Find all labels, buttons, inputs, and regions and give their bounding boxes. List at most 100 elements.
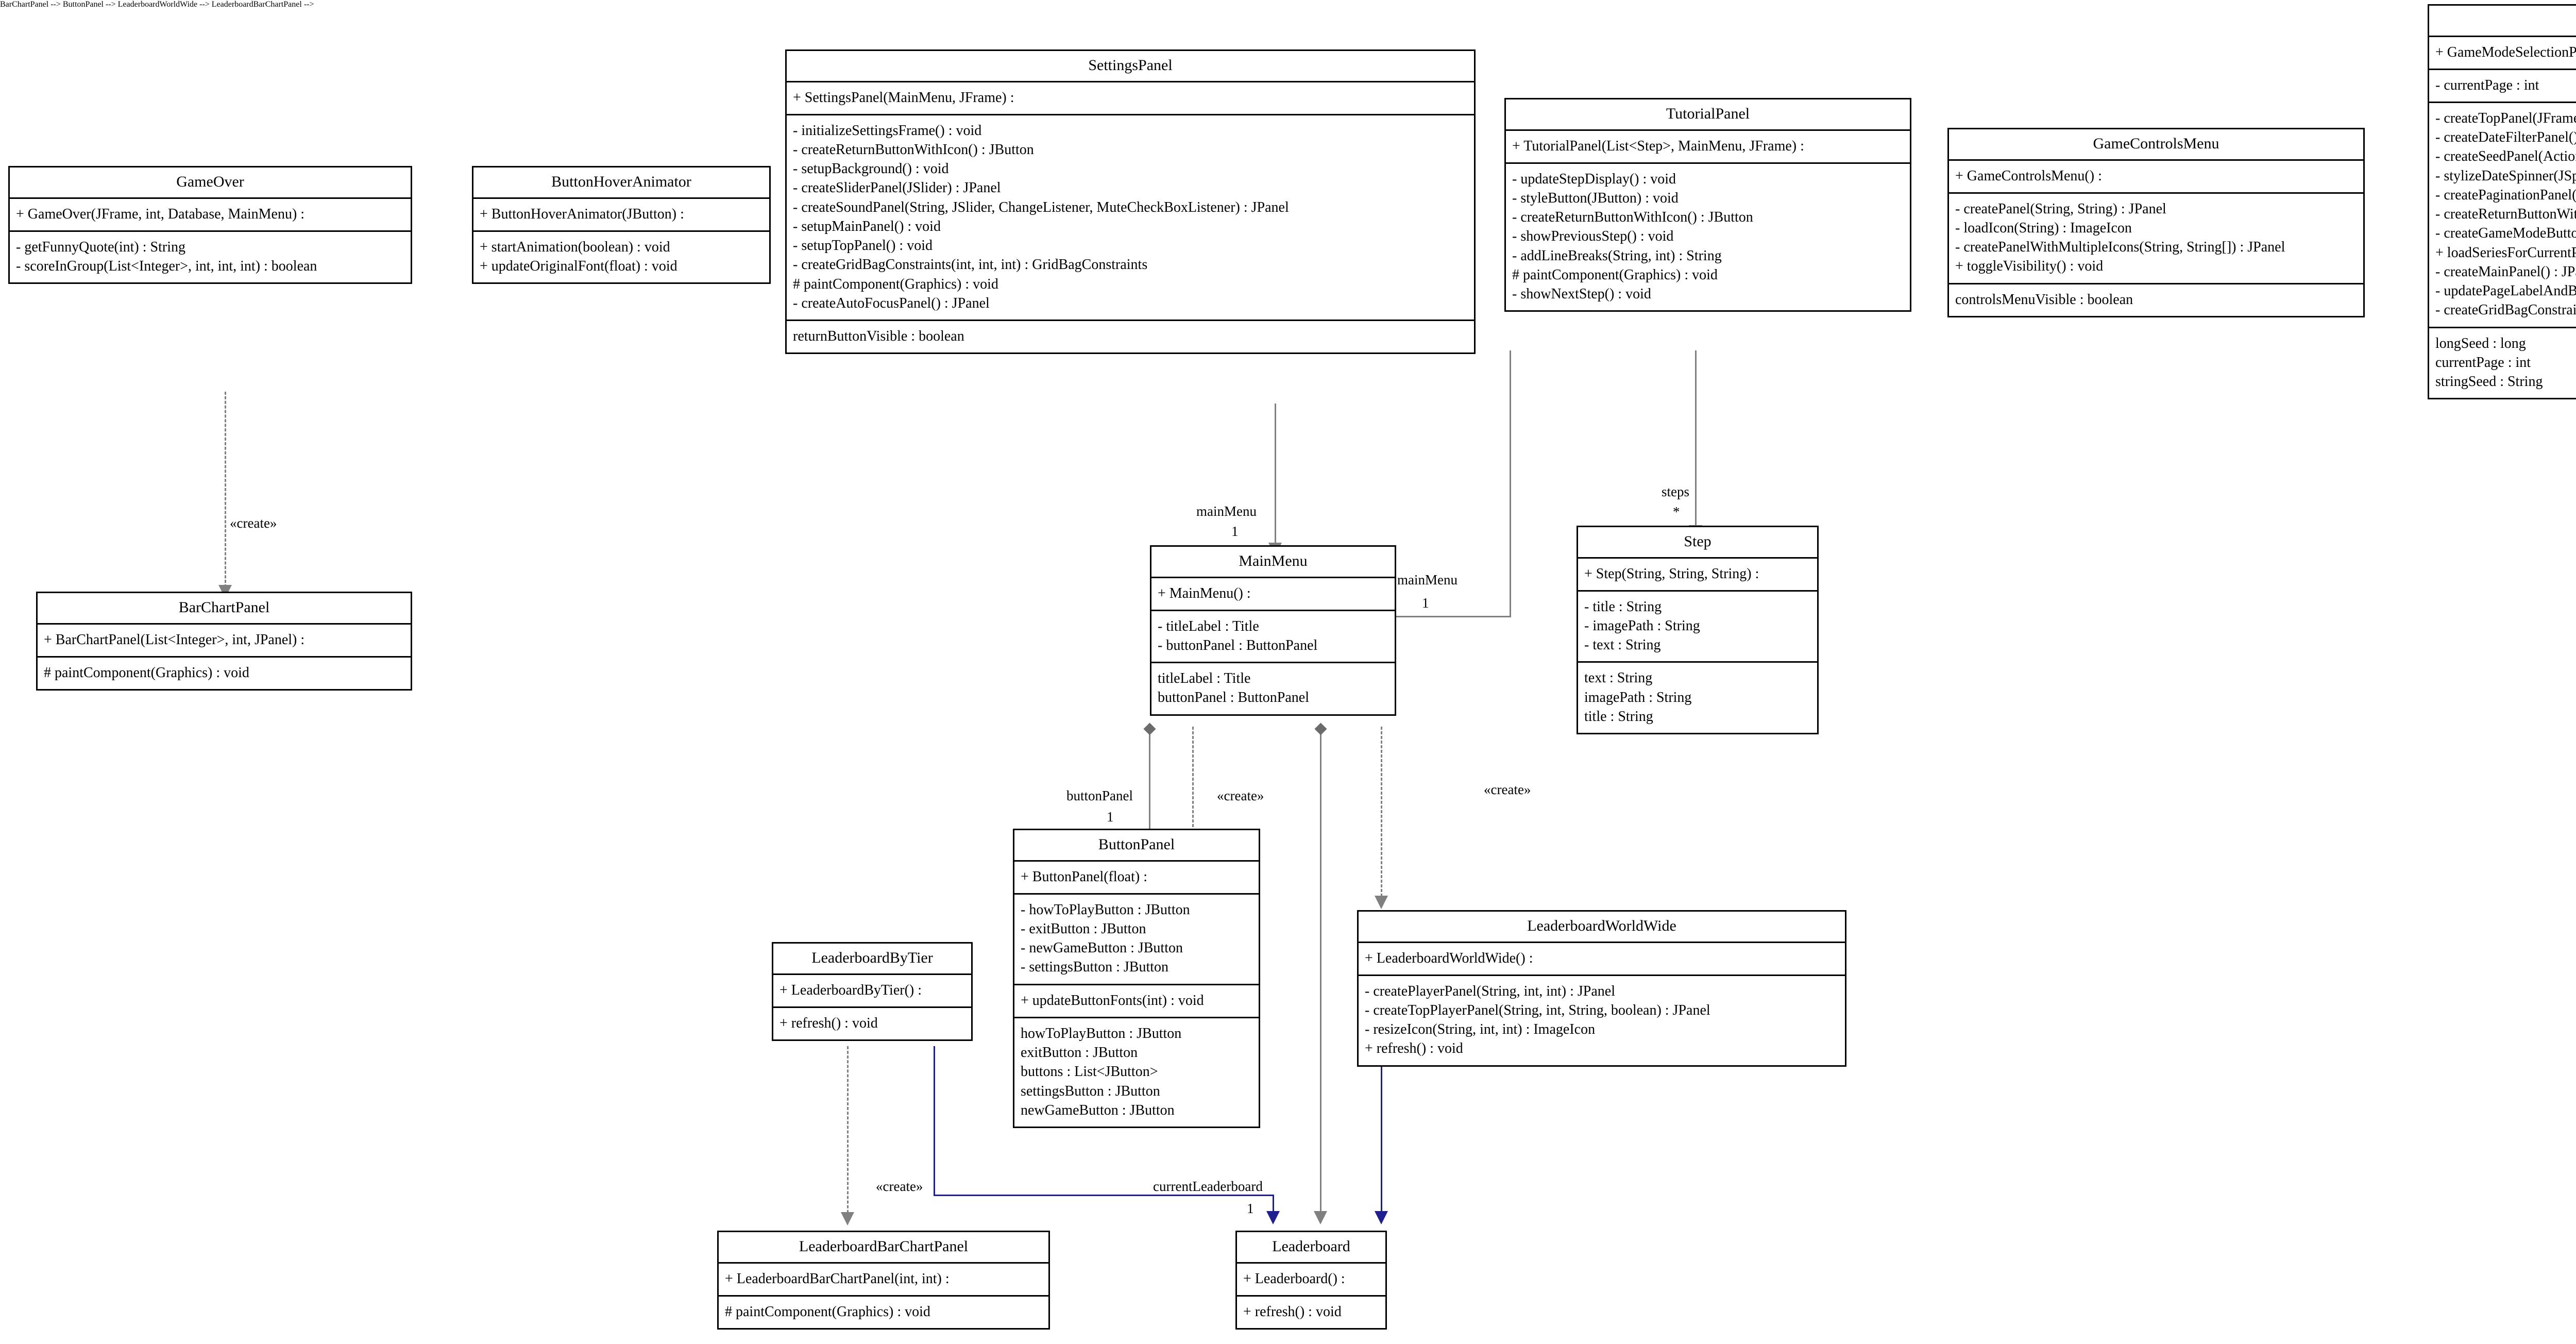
compartment-constructors-barchart: + BarChartPanel(List<Integer>, int, JPan… [38, 625, 411, 656]
class-member: + Step(String, String, String) : [1584, 565, 1759, 582]
edge-leaderboardworldwide-leaderboard [1381, 1046, 1382, 1221]
class-name-leaderboard: Leaderboard [1272, 1238, 1350, 1255]
edge-multiplicity-mainmenu-tutorial: 1 [1422, 595, 1429, 611]
class-box-leaderboardbarchartpanel[interactable]: LeaderboardBarChartPanel + LeaderboardBa… [717, 1231, 1050, 1330]
edge-tutorialpanel-step [1695, 350, 1697, 528]
compartment-constructors-lbt: + LeaderboardByTier() : [773, 975, 971, 1006]
class-box-tutorialpanel[interactable]: TutorialPanel + TutorialPanel(List<Step>… [1504, 98, 1911, 312]
class-name-step: Step [1684, 533, 1711, 550]
class-box-step[interactable]: Step + Step(String, String, String) : - … [1577, 526, 1819, 735]
compartment-constructors-lbcp: + LeaderboardBarChartPanel(int, int) : [719, 1264, 1048, 1295]
class-box-leaderboard[interactable]: Leaderboard + Leaderboard() : + refresh(… [1235, 1231, 1387, 1330]
class-member: - createGameModeButton(String, ActionLis… [2435, 225, 2576, 242]
compartment-properties-mainmenu: titleLabel : Title buttonPanel : ButtonP… [1151, 663, 1395, 714]
edge-multiplicity-currentleaderboard: 1 [1247, 1201, 1254, 1216]
class-member: - createReturnButtonWithIcon() : JButton [1512, 209, 1753, 226]
class-member: - scoreInGroup(List<Integer>, int, int, … [16, 258, 317, 274]
divider [2429, 101, 2576, 103]
class-member: - createMainPanel() : JPanel [2435, 263, 2576, 280]
class-box-buttonpanel[interactable]: ButtonPanel + ButtonPanel(float) : - how… [1013, 829, 1260, 1129]
class-member: - buttonPanel : ButtonPanel [1158, 637, 1318, 653]
divider [2429, 35, 2576, 37]
compartment-methods-tutorial: - updateStepDisplay() : void - styleButt… [1506, 164, 1910, 311]
divider [1578, 557, 1817, 559]
compartment-constructors-leaderboard: + Leaderboard() : [1237, 1264, 1385, 1295]
class-name-gameover: GameOver [176, 173, 244, 190]
compartment-methods-buttonpanel: + updateButtonFonts(int) : void [1014, 985, 1259, 1017]
class-box-mainmenu[interactable]: MainMenu + MainMenu() : - titleLabel : T… [1150, 545, 1396, 716]
class-member: - createPanelWithMultipleIcons(String, S… [1955, 239, 2285, 256]
compartment-properties-gcm: controlsMenuVisible : boolean [1949, 284, 2363, 316]
class-member: controlsMenuVisible : boolean [1955, 291, 2133, 308]
class-member: - updatePageLabelAndButtons(int, int) : … [2435, 283, 2576, 299]
divider [1578, 661, 1817, 663]
class-member: - createSeedPanel(ActionListener) : JPan… [2435, 148, 2576, 165]
class-member: - createDateFilterPanel() : JPanel [2435, 129, 2576, 146]
divider [1359, 974, 1845, 976]
class-member: - imagePath : String [1584, 617, 1700, 634]
class-member: + BarChartPanel(List<Integer>, int, JPan… [44, 631, 305, 648]
divider [787, 320, 1474, 322]
arrowhead-leaderboardbarchartpanel [841, 1212, 854, 1225]
class-box-barchartpanel[interactable]: BarChartPanel + BarChartPanel(List<Integ… [36, 592, 412, 691]
divider [1237, 1262, 1385, 1264]
edge-label-gameover-create: «create» [230, 515, 277, 531]
class-member: + updateOriginalFont(float) : void [480, 258, 677, 274]
divider [10, 197, 411, 199]
class-member: + LeaderboardByTier() : [779, 982, 922, 998]
compartment-constructors-gameover: + GameOver(JFrame, int, Database, MainMe… [10, 199, 411, 230]
class-box-settingspanel[interactable]: SettingsPanel + SettingsPanel(MainMenu, … [785, 49, 1476, 355]
divider [773, 1006, 971, 1008]
class-member: + GameOver(JFrame, int, Database, MainMe… [16, 206, 305, 222]
edge-label-currentleaderboard: currentLeaderboard [1153, 1179, 1263, 1194]
edge-buttonpanel-create-leaderboardbarchart [847, 1046, 849, 1222]
class-box-buttonhoveranimator[interactable]: ButtonHoverAnimator + ButtonHoverAnimato… [472, 166, 771, 284]
edge-label-mainmenu-create-lww: «create» [1484, 782, 1531, 797]
class-member: + startAnimation(boolean) : void [480, 239, 670, 255]
class-member: + LeaderboardWorldWide() : [1365, 950, 1533, 966]
compartment-properties-step: text : String imagePath : String title :… [1578, 663, 1817, 733]
class-box-leaderboardbytier[interactable]: LeaderboardByTier + LeaderboardByTier() … [772, 942, 973, 1041]
edge-gameover-create-barchartpanel [225, 392, 226, 587]
divider [1949, 159, 2363, 161]
class-member: - createPaginationPanel() : JPanel [2435, 187, 2576, 203]
divider [719, 1262, 1048, 1264]
compartment-constructors-lww: + LeaderboardWorldWide() : [1359, 943, 1845, 975]
class-name-tutorialpanel: TutorialPanel [1666, 105, 1750, 122]
compartment-constructors-bha: + ButtonHoverAnimator(JButton) : [473, 199, 769, 230]
divider [1151, 609, 1395, 611]
class-member: - stylizeDateSpinner(JSpinner) : void [2435, 167, 2576, 184]
divider [719, 1295, 1048, 1297]
class-name-gamecontrolsmenu: GameControlsMenu [2093, 135, 2219, 152]
class-member: - setupTopPanel() : void [793, 238, 933, 254]
compartment-methods-settings: - initializeSettingsFrame() : void - cre… [787, 115, 1474, 320]
diamond-mainmenu-leaderboard [1314, 723, 1327, 735]
edge-leaderboardbytier-leaderboard-vert [934, 1046, 935, 1196]
divider [473, 197, 769, 199]
class-member: - exitButton : JButton [1021, 920, 1146, 937]
class-name-barchartpanel: BarChartPanel [178, 599, 270, 616]
divider [2429, 326, 2576, 328]
compartment-methods-lbcp: # paintComponent(Graphics) : void [719, 1297, 1048, 1328]
class-member: + GameControlsMenu() : [1955, 167, 2102, 184]
divider [1506, 162, 1910, 164]
compartment-fields-step: - title : String - imagePath : String - … [1578, 592, 1817, 662]
class-member: + loadSeriesForCurrentPage() : void [2435, 244, 2576, 261]
divider [773, 973, 971, 975]
class-member: - resizeIcon(String, int, int) : ImageIc… [1365, 1021, 1596, 1038]
compartment-methods-gcm: - createPanel(String, String) : JPanel -… [1949, 194, 2363, 283]
divider [1014, 983, 1259, 985]
class-box-gamemodeselectionpanel[interactable]: GameModeSelectionPanel + GameModeSelecti… [2428, 4, 2576, 400]
divider [1151, 576, 1395, 578]
compartment-methods-gameover: - getFunnyQuote(int) : String - scoreInG… [10, 232, 411, 282]
class-member: - createReturnButtonWithIcon() : JButton [793, 141, 1034, 158]
class-box-leaderboardworldwide[interactable]: LeaderboardWorldWide + LeaderboardWorldW… [1357, 910, 1846, 1067]
class-member: + updateButtonFonts(int) : void [1021, 992, 1204, 1009]
class-member: - createTopPanel(JFrame, MainMenu) : JPa… [2435, 110, 2576, 126]
class-box-gameover[interactable]: GameOver + GameOver(JFrame, int, Databas… [8, 166, 412, 284]
class-member: - createReturnButtonWithIcon(JFrame, Mai… [2435, 206, 2576, 223]
class-box-gamecontrolsmenu[interactable]: GameControlsMenu + GameControlsMenu() : … [1947, 128, 2365, 317]
class-member: newGameButton : JButton [1021, 1102, 1175, 1118]
class-member: + refresh() : void [1243, 1303, 1342, 1320]
compartment-constructors-buttonpanel: + ButtonPanel(float) : [1014, 862, 1259, 893]
